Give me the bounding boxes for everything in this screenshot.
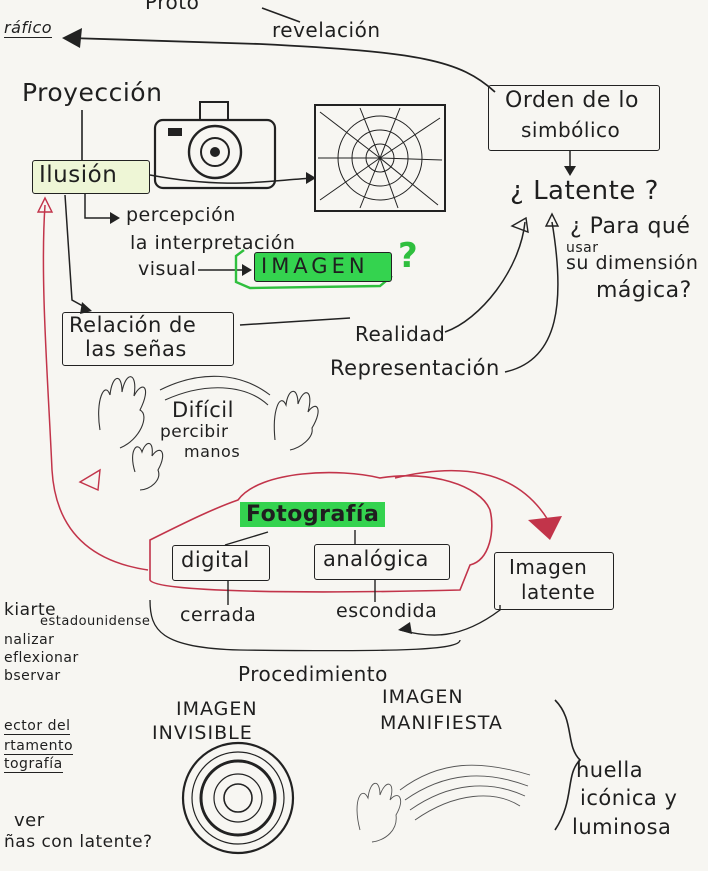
relacion-senas-node: Relación de las señas [62, 312, 234, 366]
margin-director: ector del [4, 718, 71, 735]
red-arrowhead-icon [528, 516, 562, 540]
cracked-glass-icon [314, 104, 446, 212]
ilusion-label: Ilusión [39, 162, 118, 188]
huella-line3: luminosa [572, 815, 672, 839]
manos-label: manos [184, 442, 241, 461]
relacion-line2: las señas [85, 337, 187, 361]
orden-simbolico-node: Orden de lo simbólico [488, 85, 660, 151]
margin-reflexionar: eflexionar [4, 650, 79, 666]
para-que-label: ¿ Para qué [570, 214, 691, 239]
visual-label: visual [138, 258, 197, 280]
percibir-label: percibir [160, 422, 229, 442]
margin-senas: ñas con latente? [4, 832, 153, 852]
manifest-hands-icon [356, 764, 531, 843]
analogica-node: analógica [314, 544, 450, 580]
dimension-label: su dimensión [566, 252, 699, 274]
margin-fotografia: tografía [4, 756, 63, 773]
digital-label: digital [181, 548, 250, 572]
green-question-mark: ? [398, 236, 419, 276]
imagen-latente-line2: latente [521, 580, 596, 604]
digital-node: digital [172, 545, 270, 581]
orden-line1: Orden de lo [505, 88, 639, 113]
arrowhead-icon [62, 28, 82, 48]
dificil-label: Difícil [172, 398, 234, 422]
huella-line1: huella [576, 758, 644, 782]
imagen-latente-node: Imagen latente [494, 552, 614, 610]
imagen-latente-line1: Imagen [509, 555, 588, 579]
ilusion-node: Ilusión [32, 160, 150, 194]
procedimiento-label: Procedimiento [238, 662, 388, 686]
imagen-node: IMAGEN [254, 252, 392, 282]
invisible-line2: INVISIBLE [152, 722, 253, 744]
analogica-label: analógica [323, 547, 429, 571]
margin-kiarte: kiarte [4, 600, 57, 620]
huella-line2: icónica y [580, 786, 678, 810]
fotografia-label: Fotografía [240, 502, 386, 527]
lens-target-icon [181, 741, 295, 855]
margin-observar: bservar [4, 668, 61, 684]
realidad-label: Realidad [355, 322, 446, 346]
revelacion-label: revelación [272, 18, 381, 42]
camera-icon [153, 101, 277, 190]
orden-line2: simbólico [521, 118, 621, 142]
percepcion-label: percepción [126, 204, 236, 226]
escondida-label: escondida [336, 600, 438, 622]
latente-label: ¿ Latente ? [510, 176, 659, 206]
representacion-label: Representación [330, 356, 500, 380]
proyeccion-label: Proyección [22, 78, 163, 107]
margin-departamento: rtamento [4, 738, 74, 755]
imagen-label: IMAGEN [261, 254, 369, 278]
hands-icon [98, 375, 319, 491]
magica-label: mágica? [596, 278, 692, 303]
relacion-line1: Relación de [69, 313, 197, 337]
invisible-line1: IMAGEN [176, 698, 258, 720]
interpretacion-label: la interpretación [130, 232, 296, 254]
usar-label: usar [566, 240, 599, 256]
margin-ver: ver [14, 810, 45, 831]
fragment-left: ráfico [4, 18, 53, 38]
margin-estadounidense: estadounidense [40, 614, 151, 629]
margin-analizar: nalizar [4, 632, 55, 648]
manifiesta-line1: IMAGEN [382, 686, 464, 708]
manifiesta-line2: MANIFIESTA [380, 712, 503, 734]
fragment-top: Proto [145, 0, 200, 14]
cerrada-label: cerrada [180, 604, 257, 626]
